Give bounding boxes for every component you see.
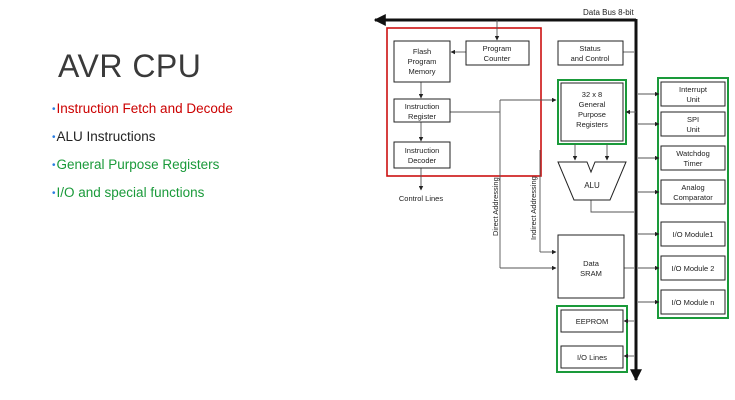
io-module-1-label: I/O Module1	[673, 230, 714, 239]
status-control-line-2: and Control	[571, 54, 610, 63]
bullet-text: Instruction Fetch and Decode	[56, 101, 233, 116]
status-control-line-1: Status	[579, 44, 601, 53]
io-module-2-label: I/O Module 2	[672, 264, 715, 273]
bus-label: Data Bus 8-bit	[583, 8, 634, 17]
program-counter-line-2: Counter	[484, 54, 511, 63]
flash-line-1: Flash	[413, 47, 431, 56]
bullet-text: ALU Instructions	[56, 129, 156, 144]
bullet-io-special-functions: •I/O and special functions	[52, 184, 233, 212]
bullet-text: General Purpose Registers	[56, 157, 220, 172]
analog-comparator-block: Analog Comparator	[660, 179, 726, 205]
io-lines-label: I/O Lines	[577, 353, 607, 362]
bullet-list: •Instruction Fetch and Decode •ALU Instr…	[52, 100, 233, 212]
flash-line-2: Program	[408, 57, 437, 66]
watchdog-line-1: Watchdog	[676, 149, 710, 158]
gpr-line-4: Registers	[576, 120, 608, 129]
interrupt-unit-line-1: Interrupt	[679, 85, 708, 94]
io-lines-block: I/O Lines	[560, 345, 624, 369]
io-module-1-block: I/O Module1	[660, 221, 726, 247]
eeprom-label: EEPROM	[576, 317, 609, 326]
sram-line-2: SRAM	[580, 269, 602, 278]
bullet-dot-icon: •	[52, 160, 56, 171]
instruction-register-line-1: Instruction	[405, 102, 440, 111]
data-sram-block: Data SRAM	[557, 234, 625, 299]
eeprom-block: EEPROM	[560, 309, 624, 333]
data-bus: Data Bus 8-bit	[373, 8, 642, 382]
status-control-block: Status and Control	[557, 40, 624, 66]
spi-unit-block: SPI Unit	[660, 111, 726, 137]
alu-block: ALU	[557, 161, 627, 201]
connection-lines	[418, 20, 660, 359]
bullet-dot-icon: •	[52, 188, 56, 199]
bullet-dot-icon: •	[52, 132, 56, 143]
gpr-line-3: Purpose	[578, 110, 606, 119]
bullet-general-purpose-registers: •General Purpose Registers	[52, 156, 233, 184]
program-counter-line-1: Program	[483, 44, 512, 53]
spi-unit-line-1: SPI	[687, 115, 699, 124]
instruction-register-block: Instruction Register	[393, 98, 451, 123]
watchdog-timer-block: Watchdog Timer	[660, 145, 726, 171]
eeprom-io-highlight	[556, 305, 628, 373]
bullet-alu-instructions: •ALU Instructions	[52, 128, 233, 156]
analog-comparator-line-1: Analog	[681, 183, 704, 192]
direct-addressing-label: Direct Addressing	[491, 177, 500, 236]
io-module-2-block: I/O Module 2	[660, 255, 726, 281]
instruction-decoder-line-1: Instruction	[405, 146, 440, 155]
sram-line-1: Data	[583, 259, 600, 268]
flash-line-3: Memory	[408, 67, 435, 76]
instruction-decoder-block: Instruction Decoder	[393, 141, 451, 169]
watchdog-line-2: Timer	[684, 159, 703, 168]
gpr-line-2: General	[579, 100, 606, 109]
bullet-text: I/O and special functions	[56, 185, 205, 200]
interrupt-unit-block: Interrupt Unit	[660, 81, 726, 107]
alu-label: ALU	[584, 181, 600, 190]
spi-unit-line-2: Unit	[686, 125, 700, 134]
peripherals-highlight	[657, 77, 729, 319]
bullet-dot-icon: •	[52, 104, 56, 115]
instruction-decoder-line-2: Decoder	[408, 156, 437, 165]
flash-program-memory-block: Flash Program Memory	[393, 40, 451, 83]
gpr-line-1: 32 x 8	[582, 90, 602, 99]
bullet-instruction-fetch: •Instruction Fetch and Decode	[52, 100, 233, 128]
instruction-register-line-2: Register	[408, 112, 436, 121]
io-module-n-label: I/O Module n	[672, 298, 715, 307]
program-counter-block: Program Counter	[465, 40, 530, 66]
indirect-addressing-label: Indirect Addressing	[529, 176, 538, 240]
general-purpose-registers-block: 32 x 8 General Purpose Registers	[560, 82, 624, 142]
io-module-n-block: I/O Module n	[660, 289, 726, 315]
slide-title: AVR CPU	[58, 48, 202, 84]
fetch-decode-highlight	[386, 27, 542, 177]
control-lines-label: Control Lines	[399, 194, 443, 203]
analog-comparator-line-2: Comparator	[673, 193, 713, 202]
interrupt-unit-line-2: Unit	[686, 95, 700, 104]
